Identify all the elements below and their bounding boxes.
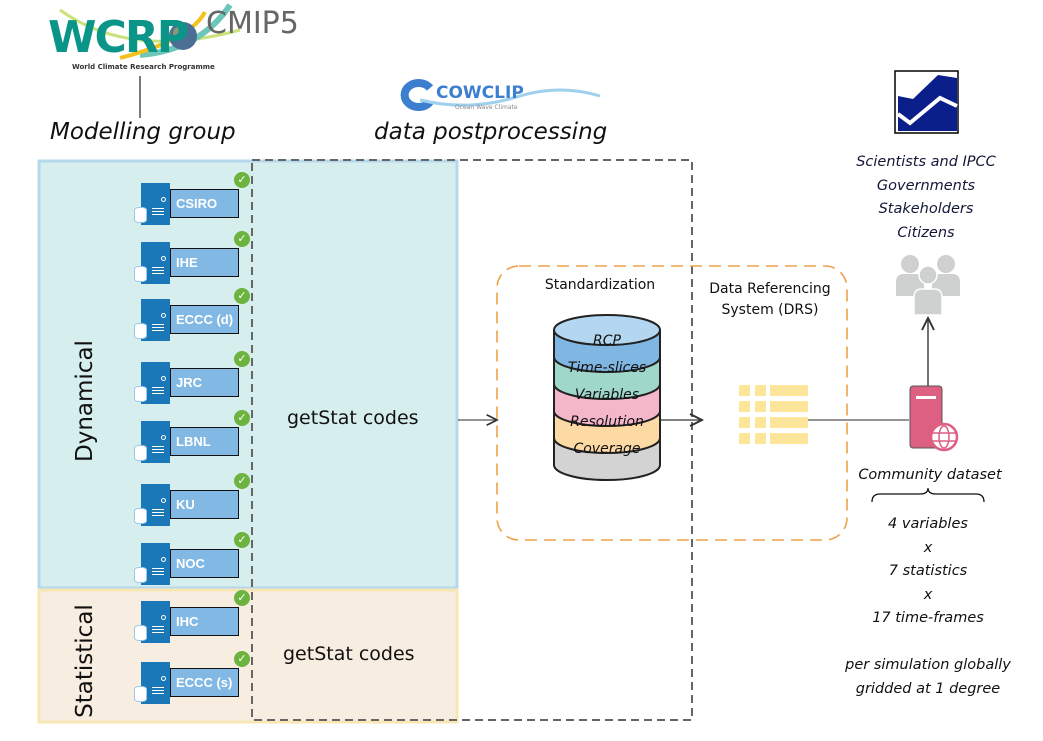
detail-line: 17 time-frames xyxy=(872,610,984,626)
chart-icon xyxy=(894,70,959,134)
model-label: KU xyxy=(170,490,239,519)
statistical-label: Statistical xyxy=(72,604,98,718)
model-label: LBNL xyxy=(170,427,239,456)
model-label: IHE xyxy=(170,248,239,277)
database-top xyxy=(553,314,661,346)
wcrp-logo xyxy=(59,3,241,60)
detail-line: x xyxy=(923,586,933,603)
database-icon xyxy=(134,567,147,583)
note-line: gridded at 1 degree xyxy=(855,680,1001,697)
drs-title-line1: Data Referencing xyxy=(709,281,831,297)
model-csiro: CSIRO ✓ xyxy=(133,172,257,225)
database-icon xyxy=(134,323,147,339)
check-icon: ✓ xyxy=(234,351,250,367)
postprocessing-boundary xyxy=(251,159,693,721)
detail-line: x xyxy=(923,539,933,556)
user-type: Scientists and IPCC xyxy=(856,154,996,170)
check-icon: ✓ xyxy=(234,473,250,489)
standardization-boundary xyxy=(496,265,848,541)
community-note: per simulation globally gridded at 1 deg… xyxy=(828,654,1028,701)
model-jrc: JRC ✓ xyxy=(133,351,257,404)
model-label: IHC xyxy=(170,607,239,636)
model-eccc-d: ECCC (d) ✓ xyxy=(133,288,257,341)
standardization-database-icon xyxy=(553,314,661,481)
getstat-codes-statistical: getStat codes xyxy=(283,643,415,665)
check-icon: ✓ xyxy=(234,590,250,606)
check-icon: ✓ xyxy=(234,410,250,426)
cowclip-logo-text: COWCLIP xyxy=(436,83,524,103)
curly-brace xyxy=(871,487,985,503)
check-icon: ✓ xyxy=(234,172,250,188)
model-eccc-s: ECCC (s) ✓ xyxy=(133,651,257,704)
model-ku: KU ✓ xyxy=(133,473,257,526)
user-type: Citizens xyxy=(897,224,955,241)
cowclip-logo xyxy=(400,79,601,111)
wcrp-subtitle: World Climate Research Programme xyxy=(72,63,215,71)
check-icon: ✓ xyxy=(234,231,250,247)
dynamical-label: Dynamical xyxy=(72,340,98,462)
community-dataset-details: 4 variables x 7 statistics x 17 time-fra… xyxy=(828,513,1028,631)
check-icon: ✓ xyxy=(234,651,250,667)
standardization-title: Standardization xyxy=(544,277,656,293)
user-type: Governments xyxy=(876,177,976,194)
database-icon xyxy=(134,386,147,402)
users-icon xyxy=(896,255,960,316)
cowclip-subtitle: Ocean Wave Climate xyxy=(455,104,518,111)
database-icon xyxy=(134,207,147,223)
database-icon xyxy=(134,508,147,524)
model-ihc: IHC ✓ xyxy=(133,590,257,643)
database-layer-label: Time-slices xyxy=(567,360,647,376)
drs-title-line2: System (DRS) xyxy=(721,302,819,318)
modelling-group-header: Modelling group xyxy=(50,119,236,145)
database-icon xyxy=(134,625,147,641)
web-server-icon xyxy=(909,385,959,452)
model-label: ECCC (d) xyxy=(170,305,239,334)
model-noc: NOC ✓ xyxy=(133,532,257,585)
database-layer-label: Resolution xyxy=(570,414,644,430)
wcrp-logo-text: WCRP xyxy=(48,12,189,63)
model-ihe: IHE ✓ xyxy=(133,231,257,284)
detail-line: 4 variables xyxy=(888,516,968,532)
dynamical-panel xyxy=(37,159,459,590)
model-label: CSIRO xyxy=(170,189,239,218)
database-layer-label: RCP xyxy=(593,333,621,349)
database-icon xyxy=(134,686,147,702)
cmip5-logo-text: CMIP5 xyxy=(206,6,299,41)
model-label: ECCC (s) xyxy=(170,668,239,697)
user-type: Stakeholders xyxy=(878,201,974,217)
database-layer-label: Coverage xyxy=(573,441,641,457)
check-icon: ✓ xyxy=(234,288,250,304)
drs-table-icon xyxy=(739,385,808,444)
drs-title: Data Referencing System (DRS) xyxy=(690,279,850,321)
community-dataset-title: Community dataset xyxy=(858,467,1002,483)
check-icon: ✓ xyxy=(234,532,250,548)
detail-line: 7 statistics xyxy=(888,563,968,579)
users-list: Scientists and IPCC Governments Stakehol… xyxy=(826,151,1026,245)
database-icon xyxy=(134,445,147,461)
database-icon xyxy=(134,266,147,282)
getstat-codes-dynamical: getStat codes xyxy=(287,407,419,429)
server-icon xyxy=(141,421,170,463)
model-lbnl: LBNL ✓ xyxy=(133,410,257,463)
postprocessing-header: data postprocessing xyxy=(374,119,608,145)
model-label: JRC xyxy=(170,368,239,397)
model-label: NOC xyxy=(170,549,239,578)
note-line: per simulation globally xyxy=(845,657,1011,673)
database-layer-label: Variables xyxy=(574,387,640,403)
